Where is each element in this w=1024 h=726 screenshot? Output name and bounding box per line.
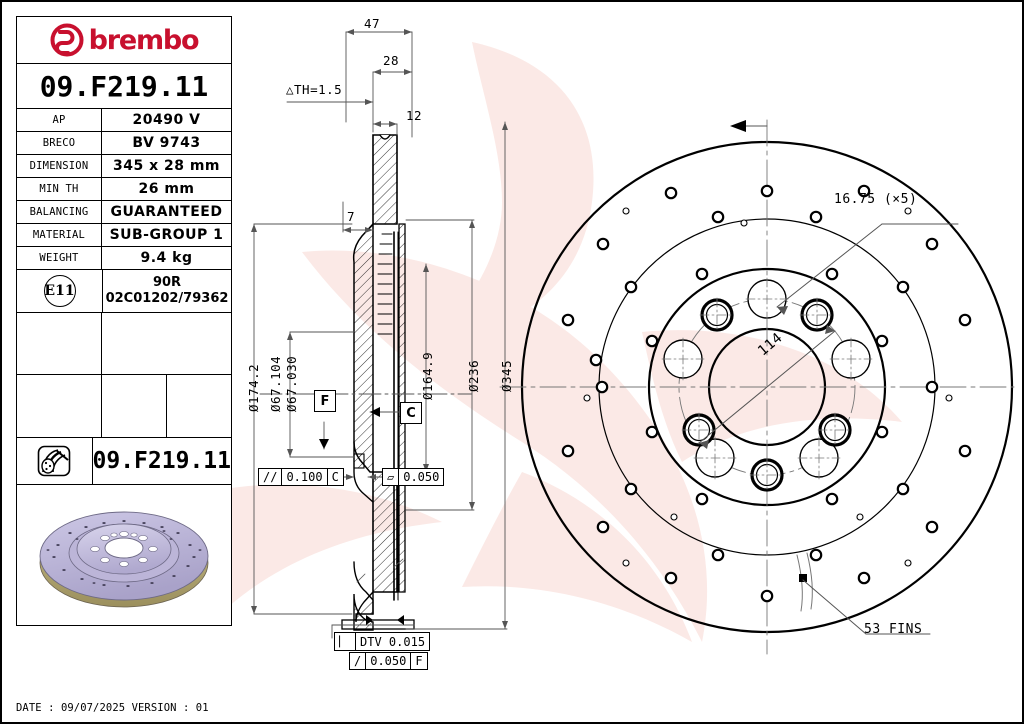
product-photo-cell xyxy=(17,485,231,625)
spec-value: 20490 V xyxy=(132,112,201,128)
spec-value: GUARANTEED xyxy=(110,204,223,220)
blank-cell xyxy=(17,375,102,437)
gdt-value: 0.050 xyxy=(403,470,440,484)
dim-7: 7 xyxy=(347,209,356,224)
gdt-symbol: / xyxy=(350,653,367,669)
gdt-parallelism: // 0.100 C xyxy=(258,468,344,486)
dim-47: 47 xyxy=(364,16,381,31)
gdt-value: 0.100 xyxy=(282,469,328,485)
spec-row-breco: BRECO BV 9743 xyxy=(17,132,231,155)
spec-label: WEIGHT xyxy=(17,247,102,269)
spec-label: BRECO xyxy=(17,132,102,154)
date-line: DATE : 09/07/2025 VERSION : 01 xyxy=(16,702,209,714)
gdt-datum: C xyxy=(331,470,339,484)
blank-row-2 xyxy=(17,375,231,438)
spec-value: SUB-GROUP 1 xyxy=(109,227,224,243)
blank-cell xyxy=(102,375,167,437)
dim-12: 12 xyxy=(406,108,423,123)
gdt-runout: / 0.050 F xyxy=(349,652,428,670)
spec-label: MATERIAL xyxy=(17,224,102,246)
datum-c: C xyxy=(400,402,422,424)
gdt-symbol: // xyxy=(259,469,283,485)
fin-indicator xyxy=(796,552,931,635)
gdt-datum: F xyxy=(415,654,423,668)
gdt-value: DTV 0.015 xyxy=(360,634,426,649)
section-dimensions xyxy=(251,29,508,639)
gdt-value: 0.050 xyxy=(366,653,412,669)
tire-part-code: 09.F219.11 xyxy=(92,448,231,474)
spec-row-min-th: MIN TH 26 mm xyxy=(17,178,231,201)
gdt-symbol: ⎸ xyxy=(335,633,357,650)
hole-callout: 16.75 (×5) xyxy=(834,192,918,207)
gdt-symbol: ▱ xyxy=(383,469,400,485)
delta-th-label: △TH=1.5 xyxy=(286,82,343,97)
blank-cell xyxy=(102,313,231,374)
disc-face-view xyxy=(499,119,1015,655)
dia-67-lower: Ø67.030 xyxy=(284,355,299,412)
dia-174: Ø174.2 xyxy=(246,363,261,412)
spec-label: MIN TH xyxy=(17,178,102,200)
homologation-line1: 90R xyxy=(152,275,182,291)
homologation-line2: 02C01202/79362 xyxy=(105,291,229,306)
gdt-dtv: ⎸ DTV 0.015 xyxy=(334,632,431,651)
homologation-row: E11 90R 02C01202/79362 xyxy=(17,270,231,313)
e11-mark: E11 xyxy=(43,275,76,307)
spec-value: 345 x 28 mm xyxy=(112,158,221,174)
dia-345: Ø345 xyxy=(499,359,514,392)
spec-row-material: MATERIAL SUB-GROUP 1 xyxy=(17,224,231,247)
homologation-value: 90R 02C01202/79362 xyxy=(103,270,231,312)
dia-67-upper: Ø67.104 xyxy=(268,355,283,412)
spec-row-dimension: DIMENSION 345 x 28 mm xyxy=(17,155,231,178)
part-code-header: 09.F219.11 xyxy=(17,64,231,109)
spec-row-ap: AP 20490 V xyxy=(17,109,231,132)
spec-value: 26 mm xyxy=(138,181,195,197)
dia-236: Ø236 xyxy=(466,359,481,392)
blank-cell xyxy=(17,313,102,374)
tire-icon-cell xyxy=(17,438,93,484)
tire-icon xyxy=(37,445,71,477)
gdt-flatness: ▱ 0.050 xyxy=(382,468,445,486)
brembo-logo: brembo xyxy=(17,17,231,64)
drilled-hole-pattern xyxy=(561,184,972,603)
spec-value: 9.4 kg xyxy=(140,250,193,266)
dia-164: Ø164.9 xyxy=(420,351,435,400)
spec-row-balancing: BALANCING GUARANTEED xyxy=(17,201,231,224)
blank-row-1 xyxy=(17,313,231,375)
brembo-mark-icon xyxy=(50,23,84,57)
tire-code-row: 09.F219.11 xyxy=(17,438,231,485)
spec-label: BALANCING xyxy=(17,201,102,223)
datum-f: F xyxy=(314,390,336,412)
disc-3d-render xyxy=(39,511,209,608)
part-code: 09.F219.11 xyxy=(39,69,209,103)
brembo-wordmark: brembo xyxy=(88,24,200,56)
spec-table: brembo 09.F219.11 AP 20490 V BRECO BV 97… xyxy=(16,16,232,626)
dim-28: 28 xyxy=(383,53,400,68)
hub-hole-group xyxy=(661,277,873,493)
blank-cell xyxy=(167,375,231,437)
spec-row-weight: WEIGHT 9.4 kg xyxy=(17,247,231,270)
spec-label: DIMENSION xyxy=(17,155,102,177)
spec-label: AP xyxy=(17,109,102,131)
e-mark-cell: E11 xyxy=(17,270,103,312)
spec-value: BV 9743 xyxy=(132,135,201,151)
fins-label: 53 FINS xyxy=(864,622,923,637)
